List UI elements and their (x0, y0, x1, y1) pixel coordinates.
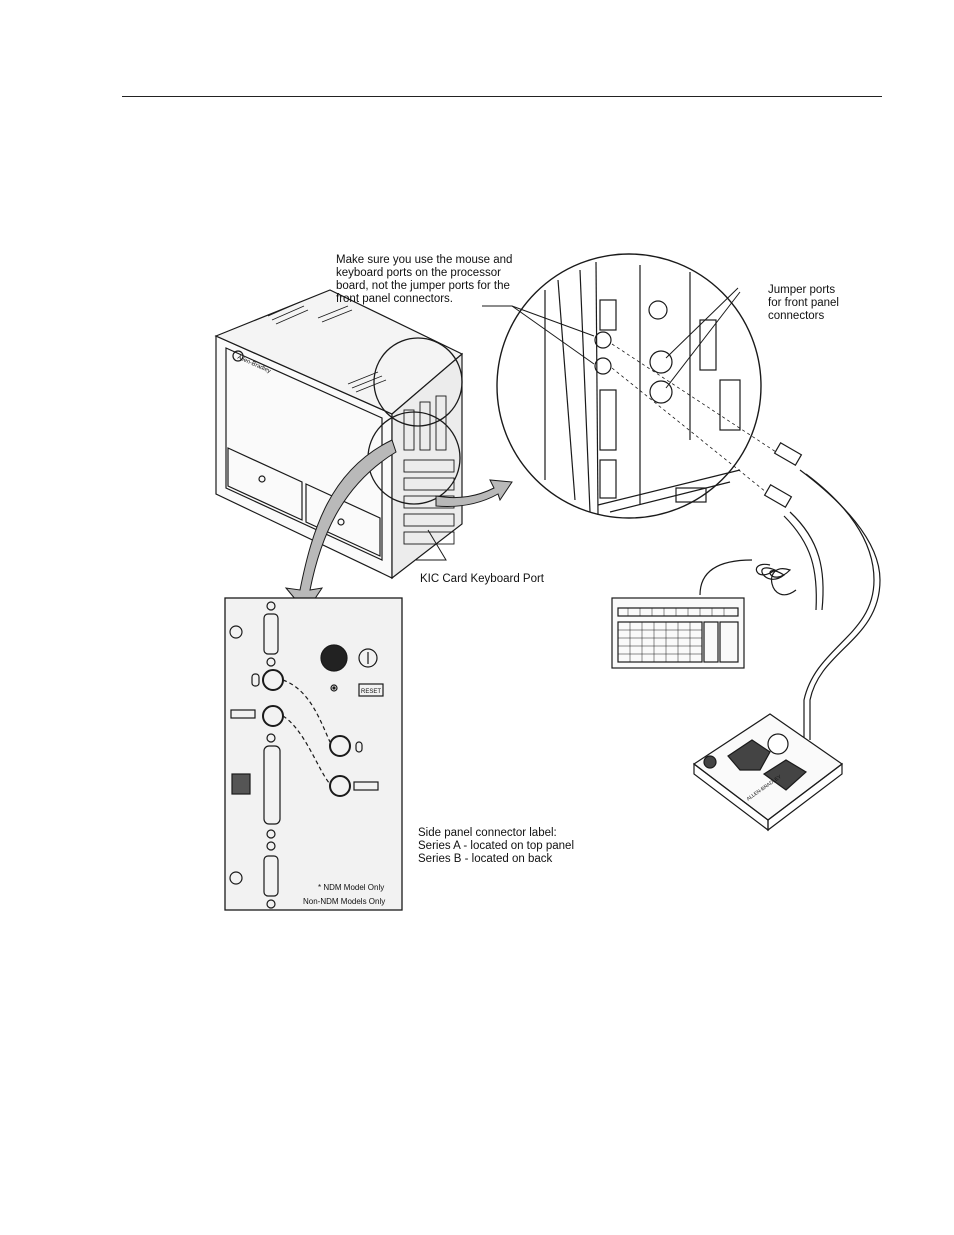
side-panel-line: Side panel connector label: (418, 827, 557, 839)
note-line: keyboard ports on the processor (336, 267, 501, 279)
jumper-line: for front panel (768, 297, 839, 309)
ndm-note: * NDM Model Only (318, 883, 385, 892)
serial-port-2-icon (229, 871, 243, 885)
serial-port-icon (229, 625, 243, 639)
mouse-icon (251, 673, 260, 687)
mouse-2-icon (355, 741, 363, 753)
side-panel-line: Series A - located on top panel (418, 840, 574, 852)
jumper-ports-callout: Jumper ports for front panel connectors (768, 284, 839, 323)
keyboard-2-icon (353, 781, 379, 791)
note-line: board, not the jumper ports for the (336, 280, 510, 292)
keyboard-icon (230, 709, 256, 719)
note-line: front panel connectors. (336, 293, 453, 305)
printer-icon (231, 773, 251, 795)
side-panel-label (224, 597, 403, 911)
industrial-computer (214, 289, 464, 580)
jumper-line: Jumper ports (768, 284, 836, 296)
non-ndm-note: Non-NDM Models Only (303, 897, 386, 906)
reset-label: RESET (361, 689, 382, 695)
zoom-arrow-right (435, 479, 513, 507)
magnified-ports-view (496, 253, 762, 519)
mouse-keyboard-callout: Make sure you use the mouse and keyboard… (336, 254, 512, 306)
keyboard (611, 597, 745, 669)
kic-port-callout: KIC Card Keyboard Port (420, 573, 545, 585)
trackball-pointer (692, 713, 844, 832)
header-rule (122, 96, 882, 97)
jumper-line: connectors (768, 310, 825, 322)
note-line: Make sure you use the mouse and (336, 254, 513, 266)
side-panel-line: Series B - located on back (418, 853, 553, 865)
side-panel-callout: Side panel connector label: Series A - l… (418, 827, 574, 866)
keyboard-cable (699, 441, 881, 740)
